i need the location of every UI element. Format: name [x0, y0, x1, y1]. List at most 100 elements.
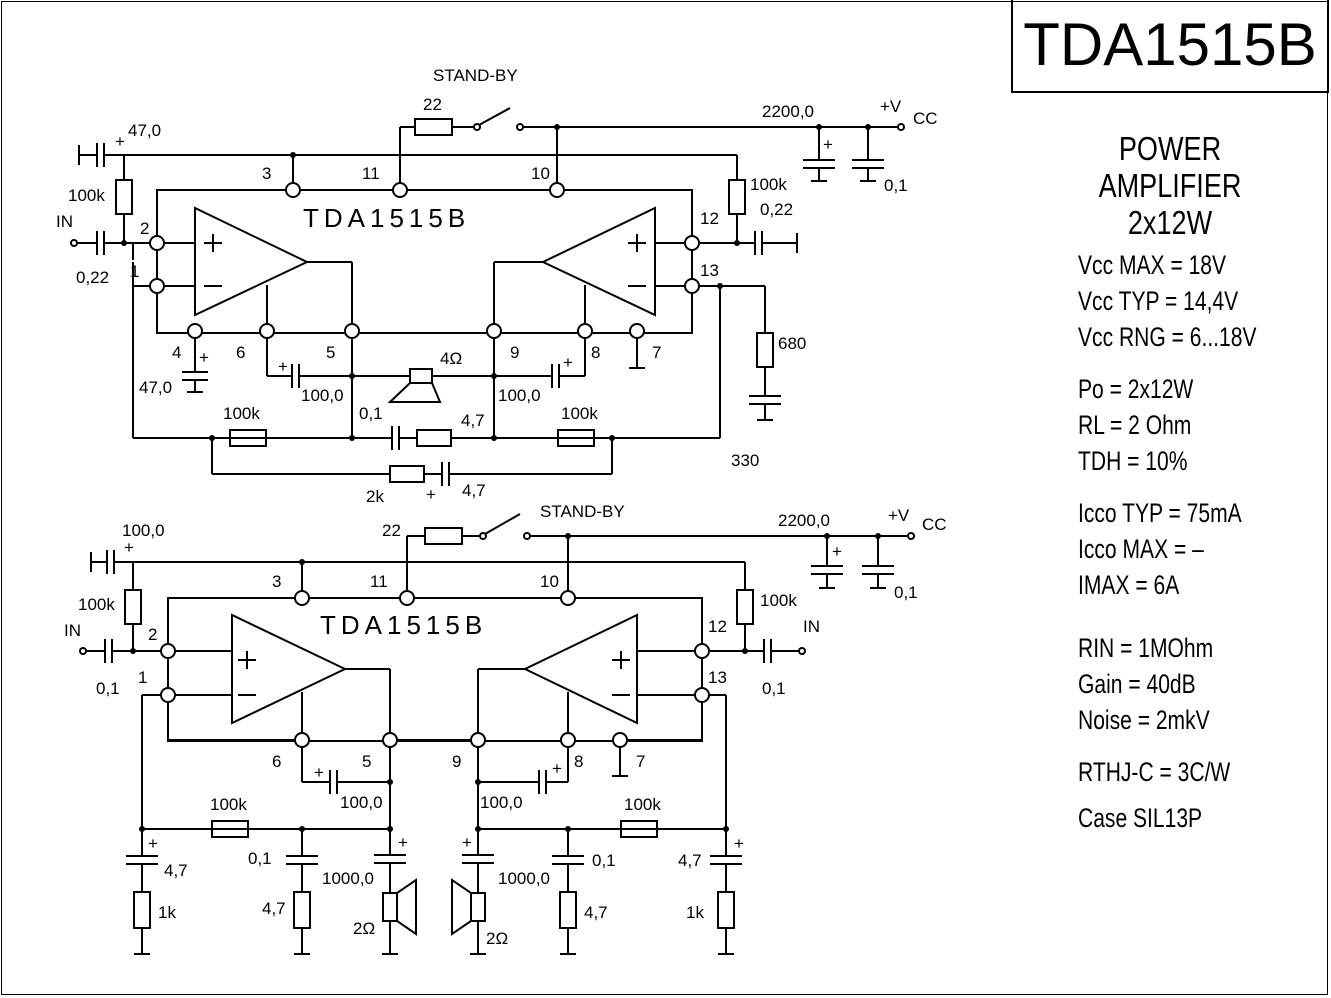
top-r-bottom	[416, 429, 452, 447]
spec-imax: IMAX = 6A	[1078, 570, 1180, 600]
bottom-in-left-label: IN	[64, 621, 81, 640]
bottom-standby-switch	[484, 513, 521, 535]
top-r-right-bias-label: 100k	[750, 175, 787, 194]
svg-text:+: +	[734, 834, 744, 853]
top-pin-11-label: 11	[362, 164, 380, 183]
spec-vcc-typ: Vcc TYP = 14,4V	[1078, 286, 1239, 316]
top-r-fb-left-label: 100k	[223, 404, 260, 423]
top-standby-switch	[478, 107, 511, 126]
top-pin-7	[629, 323, 645, 339]
svg-text:+: +	[278, 357, 288, 376]
top-pin-8	[577, 323, 593, 339]
top-pin-3	[285, 182, 301, 198]
bottom-c-left-out-label: 1000,0	[322, 869, 374, 888]
top-r-zobel-label: 680	[778, 334, 806, 353]
bottom-r-left-zobel	[293, 891, 311, 929]
svg-text:+: +	[823, 135, 833, 154]
top-r-in-bias	[115, 179, 133, 215]
top-pin-3-label: 3	[262, 164, 271, 183]
svg-text:+: +	[563, 353, 573, 372]
top-chip-outline	[156, 189, 693, 334]
bottom-r-fb-left-label: 100k	[210, 795, 247, 814]
bottom-pin-3-label: 3	[272, 572, 281, 591]
subtitle: POWER AMPLIFIER 2x12W	[1047, 130, 1293, 241]
bottom-c-left-zobel-label: 0,1	[248, 849, 272, 868]
bottom-pin-9-label: 9	[452, 752, 461, 771]
bottom-left-opamp	[231, 613, 348, 725]
bottom-circuit: TDA1515B 3 11 10 2 1 12 13 6 5	[64, 502, 947, 955]
bottom-standby-resistor	[424, 527, 463, 545]
top-r-standby-label: 22	[423, 95, 442, 114]
bottom-standby-label: STAND-BY	[540, 502, 625, 521]
bottom-r-left-fb-label: 1k	[158, 903, 176, 922]
bottom-speaker-right	[470, 892, 486, 922]
bottom-r-right-zobel	[559, 891, 577, 929]
top-pin-5	[344, 323, 360, 339]
top-left-opamp	[194, 206, 310, 317]
top-r-right-bias	[728, 179, 746, 215]
bottom-pin-2	[160, 643, 176, 659]
top-pin-4-label: 4	[172, 343, 181, 362]
bottom-chip-label: TDA1515B	[320, 610, 487, 640]
top-in-terminal	[70, 239, 78, 247]
top-c-in-bootstrap-label: 47,0	[128, 121, 161, 140]
bottom-r-fb-right	[620, 820, 658, 838]
top-pin-11	[392, 182, 408, 198]
top-pin-9-label: 9	[510, 343, 519, 362]
top-speaker	[409, 368, 433, 384]
top-c-supply-small-label: 0,1	[884, 176, 908, 195]
spec-rin: RIN = 1MOhm	[1078, 633, 1214, 663]
bottom-r-right-fb-label: 1k	[686, 903, 704, 922]
subtitle-line-2: 2x12W	[1127, 204, 1213, 241]
top-c-bottom-label: 0,1	[359, 404, 383, 423]
top-c-left-out-label: 100,0	[301, 386, 344, 405]
top-r-bottom-label: 4,7	[461, 411, 485, 430]
top-pin-12-label: 12	[700, 209, 719, 228]
svg-text:+: +	[462, 833, 472, 852]
spec-noise: Noise = 2mkV	[1078, 705, 1210, 735]
top-pin-2-label: 2	[140, 219, 149, 238]
spec-tdh: TDH = 10%	[1078, 446, 1188, 476]
bottom-pin-1	[160, 687, 176, 703]
bottom-r-right-bias-label: 100k	[760, 591, 797, 610]
bottom-in-left-terminal	[79, 647, 87, 655]
top-pin-6-label: 6	[236, 343, 245, 362]
bottom-pin-13	[694, 687, 710, 703]
top-pin-6	[259, 323, 275, 339]
top-pin-7-label: 7	[652, 343, 661, 362]
top-vcc-label: +V	[880, 97, 902, 116]
bottom-r-fb-right-label: 100k	[624, 795, 661, 814]
bottom-r-right-bias	[736, 589, 754, 625]
bottom-r-fb-left	[211, 820, 249, 838]
bottom-pin-5	[382, 732, 398, 748]
bottom-c-right-boot-label: 100,0	[480, 793, 523, 812]
top-pin-5-label: 5	[326, 343, 335, 362]
top-c-pin4-label: 47,0	[139, 378, 172, 397]
bottom-in-right-terminal	[798, 647, 806, 655]
bottom-r-left-fb	[133, 891, 151, 929]
bottom-right-opamp	[522, 613, 638, 725]
top-r-fb-right	[557, 429, 595, 447]
bottom-pin-11-label: 11	[370, 572, 388, 591]
top-r-fb-right-label: 100k	[561, 404, 598, 423]
bottom-pin-11	[399, 590, 415, 606]
top-c-in-label: 0,22	[76, 268, 109, 287]
top-right-opamp	[540, 206, 656, 317]
top-pin-13	[684, 278, 700, 294]
bottom-c-right-fb-label: 4,7	[678, 851, 702, 870]
bottom-in-right-label: IN	[803, 617, 820, 636]
svg-text:+: +	[148, 834, 158, 853]
spec-rthj: RTHJ-C = 3C/W	[1078, 757, 1231, 787]
svg-text:+: +	[426, 485, 436, 504]
top-pin-8-label: 8	[591, 343, 600, 362]
top-circuit: TDA1515B 3 11 10 2 1	[56, 66, 938, 506]
page-title: TDA1515B	[1023, 11, 1317, 78]
top-pin-1-label: 1	[130, 262, 139, 281]
top-pin-1	[149, 278, 165, 294]
svg-text:+: +	[552, 759, 562, 778]
spec-case: Case SIL13P	[1078, 803, 1203, 833]
subtitle-line-1: POWER AMPLIFIER	[1098, 130, 1242, 204]
top-chip-label: TDA1515B	[303, 203, 470, 233]
top-in-label: IN	[56, 212, 73, 231]
